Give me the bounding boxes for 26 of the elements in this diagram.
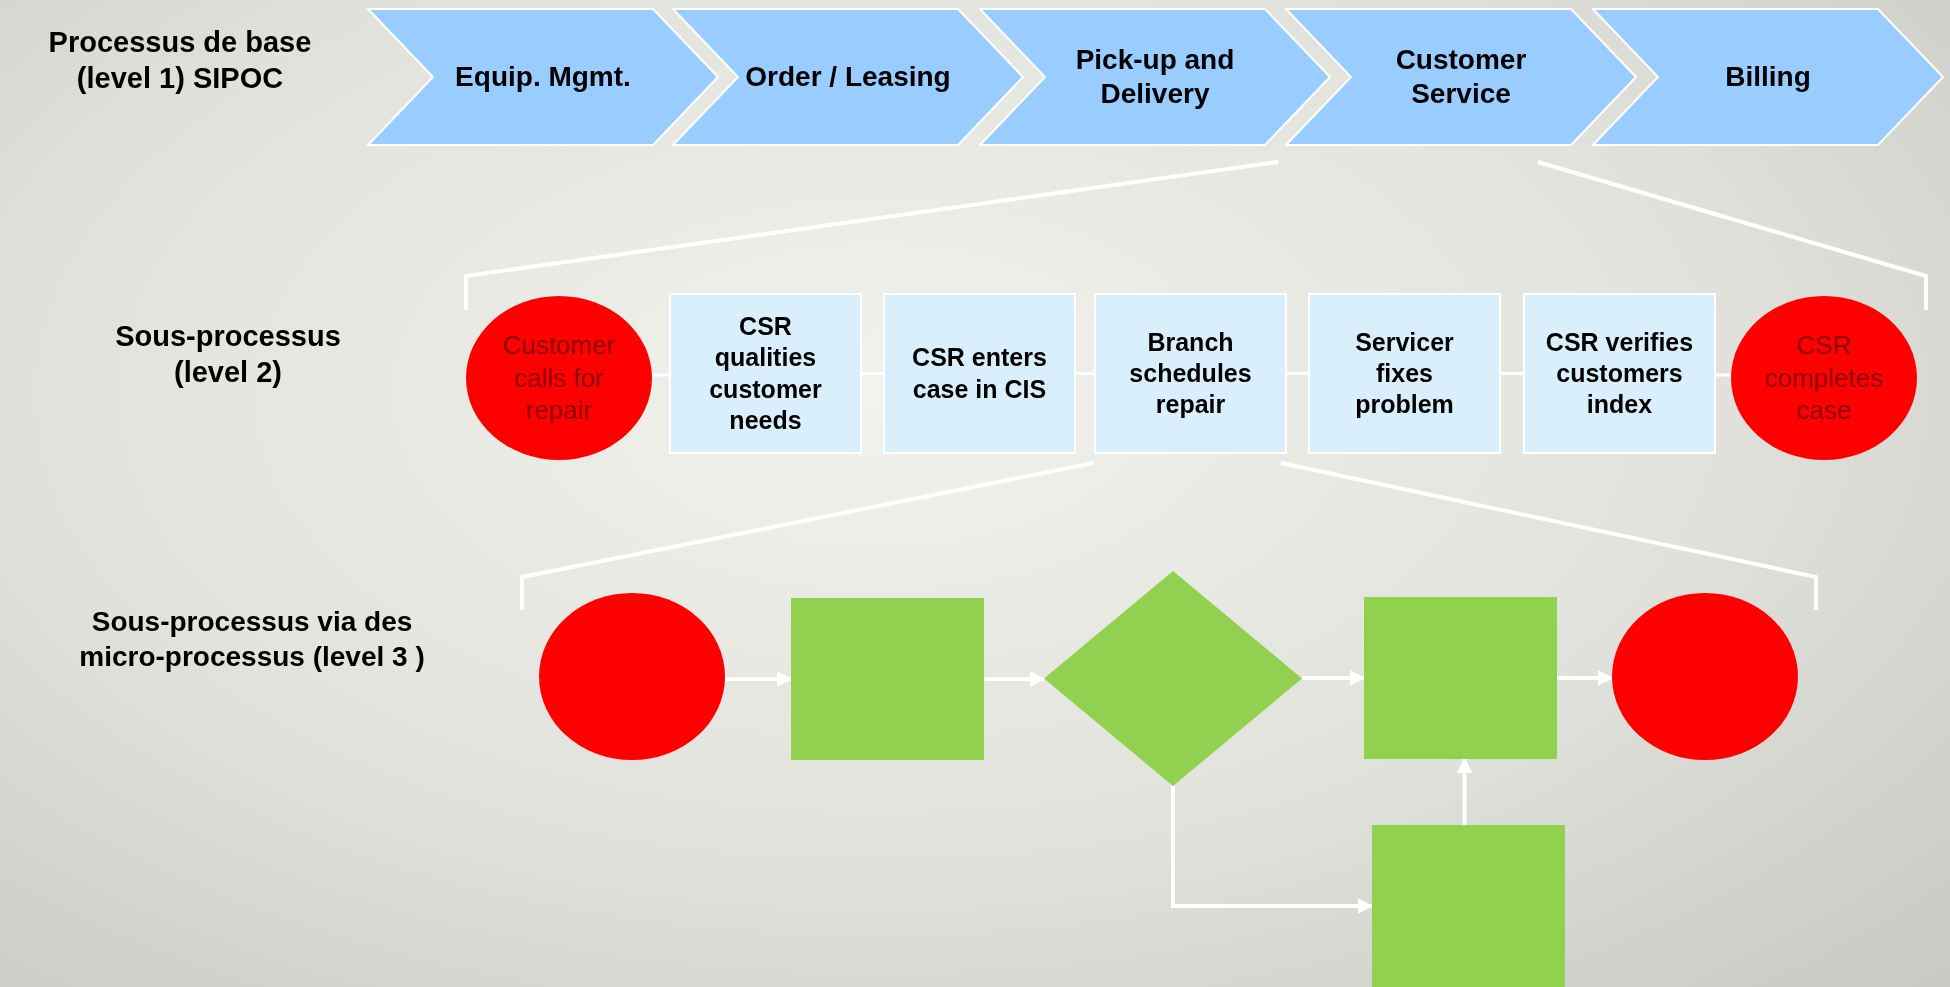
process-box <box>791 598 984 760</box>
connector-line <box>1716 373 1731 377</box>
process-box: CSR qualities customer needs <box>669 293 862 454</box>
arrow <box>984 671 1046 687</box>
process-box <box>1372 825 1565 987</box>
process-step-banner: Order / Leasing <box>672 8 1024 146</box>
arrow <box>1557 670 1614 686</box>
level-heading: Sous-processus via des micro-processus (level 3 ) <box>78 605 426 674</box>
process-step-banner: Billing <box>1592 8 1944 146</box>
arrow <box>725 671 793 687</box>
process-box: Servicer fixes problem <box>1308 293 1501 454</box>
process-step-banner: Equip. Mgmt. <box>367 8 719 146</box>
arrow <box>1302 670 1366 686</box>
terminal-ellipse: Customer calls for repair <box>466 296 652 460</box>
process-box: Branch schedules repair <box>1094 293 1287 454</box>
level-heading: Processus de base (level 1) SIPOC <box>47 25 313 97</box>
process-box <box>1364 597 1557 759</box>
terminal-ellipse: CSR completes case <box>1731 296 1917 460</box>
process-box: CSR enters case in CIS <box>883 293 1076 454</box>
process-box: CSR verifies customers index <box>1523 293 1716 454</box>
decision-diamond <box>1044 571 1302 786</box>
process-step-banner: Customer Service <box>1285 8 1637 146</box>
arrow <box>1456 757 1473 825</box>
process-step-banner: Pick-up and Delivery <box>979 8 1331 146</box>
arrow <box>1171 786 1374 914</box>
level-heading: Sous-processus (level 2) <box>114 319 342 391</box>
